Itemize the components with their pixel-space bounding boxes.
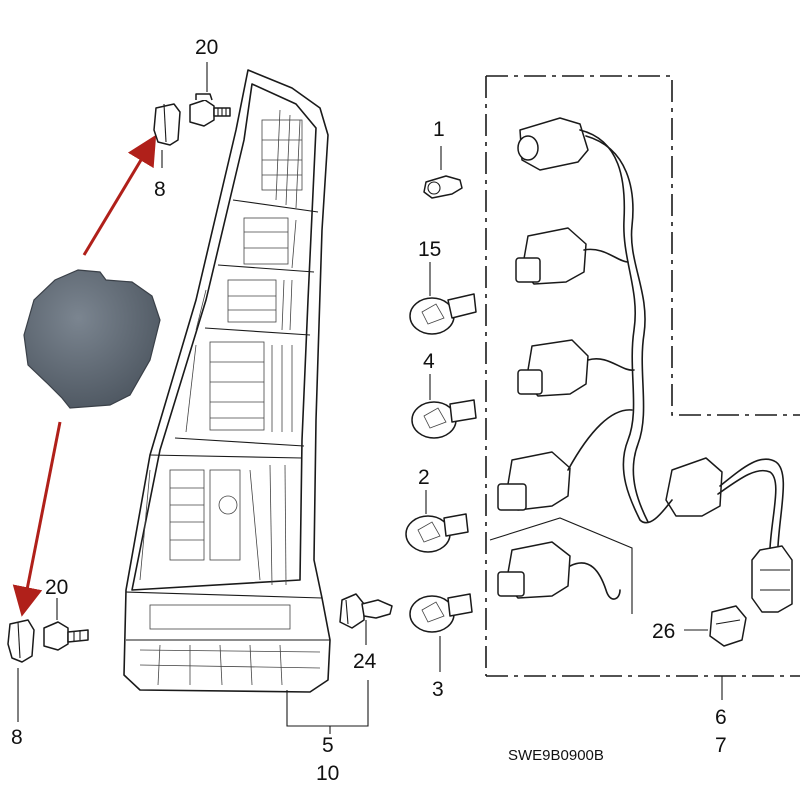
callout-2: 2 bbox=[418, 466, 430, 489]
cap-8-top bbox=[153, 103, 181, 146]
clip-26 bbox=[709, 605, 747, 647]
callout-8-top: 8 bbox=[154, 178, 166, 201]
callout-3: 3 bbox=[432, 678, 444, 701]
screw-20-bottom bbox=[43, 621, 89, 651]
arrow-to-top-cap bbox=[82, 134, 157, 256]
callout-4: 4 bbox=[423, 350, 435, 373]
bulb-15 bbox=[409, 293, 477, 335]
diagram-code: SWE9B0900B bbox=[508, 747, 604, 764]
callout-5: 5 bbox=[322, 734, 334, 757]
callout-6: 6 bbox=[715, 706, 727, 729]
cap-8-bottom bbox=[7, 619, 35, 663]
callout-10: 10 bbox=[316, 762, 339, 785]
access-cap bbox=[23, 269, 161, 409]
harness-box-outline bbox=[486, 75, 800, 416]
bulb-4 bbox=[411, 399, 477, 439]
callout-15: 15 bbox=[418, 238, 441, 261]
tail-light-assembly bbox=[123, 69, 331, 693]
callout-8-bottom: 8 bbox=[11, 726, 23, 749]
callout-20-top: 20 bbox=[195, 36, 218, 59]
callout-1: 1 bbox=[433, 118, 445, 141]
arrow-to-bottom-cap bbox=[12, 421, 62, 617]
callout-26: 26 bbox=[652, 620, 675, 643]
bulb-2 bbox=[405, 513, 469, 553]
callout-20-bottom: 20 bbox=[45, 576, 68, 599]
callout-7: 7 bbox=[715, 734, 727, 757]
callout-24: 24 bbox=[353, 650, 377, 673]
screw-20-top bbox=[189, 93, 231, 127]
socket-harness bbox=[497, 117, 793, 613]
bulb-3 bbox=[409, 593, 473, 633]
bulb-1 bbox=[423, 175, 463, 199]
clip-24 bbox=[339, 593, 393, 629]
